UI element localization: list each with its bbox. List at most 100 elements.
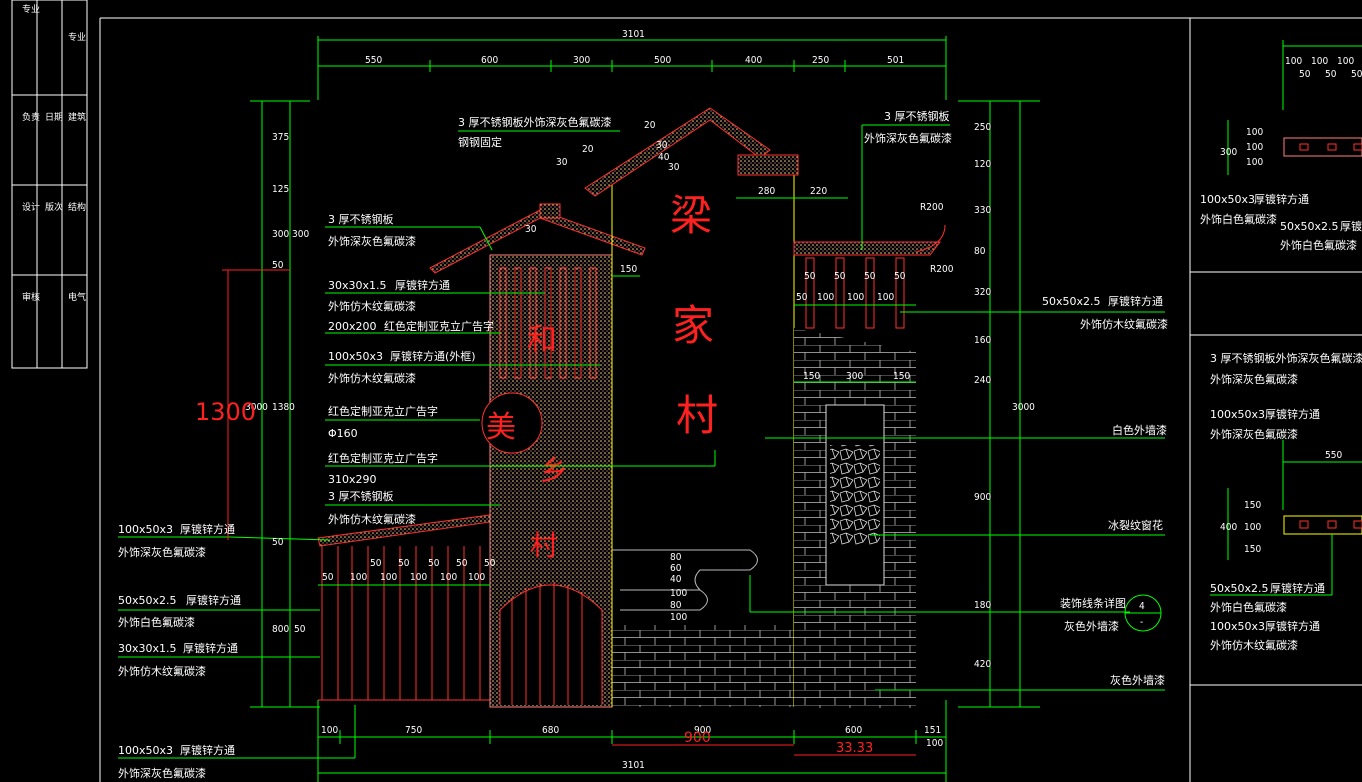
wave-dim-1: 60 — [670, 563, 682, 574]
dp-top-2: 100 — [1337, 56, 1354, 67]
signage: 梁 家 村 和 美 乡 村 — [486, 191, 718, 562]
window-dim-2: 150 — [893, 371, 910, 382]
tower — [429, 203, 646, 708]
lonote-3-b: 厚镀锌方通 — [180, 743, 235, 757]
dim-bottom-4: 600 — [845, 725, 862, 736]
lonote-2-a: 30x30x1.5 — [118, 642, 177, 655]
dp-vd-1: 150 — [1244, 500, 1261, 511]
dp-note3-c: 外饰白色氟碳漆 — [1210, 600, 1287, 614]
left-dims: 375 125 300 50 1380 50 800 3000 300 50 1… — [195, 132, 309, 635]
rnote-0-b: 厚镀锌方通 — [1108, 294, 1163, 308]
lonote-0-b: 厚镀锌方通 — [180, 522, 235, 536]
rfence-r2-1: 100 — [817, 292, 834, 303]
dim-eave-0: 280 — [758, 186, 775, 197]
dim-tower-top: 150 — [620, 264, 637, 275]
tb-col3-1: 建筑 — [68, 111, 86, 123]
dim-right-9: 420 — [974, 659, 991, 670]
dim-right-2: 330 — [974, 205, 991, 216]
dim-left-small: 50 — [294, 624, 306, 635]
rnote-1-a: 白色外墙漆 — [1112, 423, 1167, 437]
rfence-r1-1: 50 — [834, 271, 846, 282]
wave-dim-2: 40 — [670, 574, 682, 585]
red-dims — [222, 269, 916, 756]
dp-note4-a: 100x50x3 — [1210, 620, 1265, 633]
dp-mid2-b: 厚镀锌方通 — [1265, 407, 1320, 421]
left-notes: 3 厚不锈钢板 外饰深灰色氟碳漆 30x30x1.5 厚镀锌方通 外饰仿木纹氟碳… — [328, 212, 494, 526]
rnote-3-b: 灰色外墙漆 — [1064, 619, 1119, 633]
dp-v-3: 100 — [1246, 157, 1263, 168]
left-outer-notes: 100x50x3 厚镀锌方通 外饰深灰色氟碳漆 50x50x2.5 厚镀锌方通 … — [118, 522, 241, 780]
fence-r2-4: 100 — [440, 572, 457, 583]
wave-dim-0: 80 — [670, 552, 682, 563]
rfence-r2-2: 100 — [847, 292, 864, 303]
dim-right-4: 320 — [974, 287, 991, 298]
top-dims: 3101 550 600 300 500 400 250 501 30 20 2… — [365, 29, 904, 275]
lonote-3-c: 外饰深灰色氟碳漆 — [118, 766, 206, 780]
dp-h-dim: 550 — [1325, 450, 1342, 461]
dim-bottom-2: 680 — [542, 725, 559, 736]
dim-right-0: 250 — [974, 122, 991, 133]
right-building — [793, 224, 946, 708]
dim-left-2: 300 — [272, 229, 289, 240]
dp-note2-c: 外饰白色氟碳漆 — [1280, 238, 1357, 252]
detail-panel: 100 100 100 50 50 50 300 100 100 100 100… — [1200, 40, 1362, 652]
dp-mid2-c: 外饰深灰色氟碳漆 — [1210, 427, 1298, 441]
dim-roof-2: 20 — [644, 120, 656, 131]
sign-char-2: 村 — [676, 391, 718, 440]
lnote-0-a: 3 厚不锈钢板 — [328, 212, 394, 226]
dim-roof-3: 30 — [656, 140, 668, 151]
dim-bottom-overall: 3101 — [622, 760, 645, 771]
dim-red-1300: 1300 — [195, 398, 256, 426]
rnote-2-a: 冰裂纹窗花 — [1108, 518, 1163, 532]
dim-bottom-tiny: 100 — [926, 738, 943, 749]
dim-roof-1: 20 — [582, 144, 594, 155]
lnote-5-a: 红色定制亚克立广告字 — [328, 451, 438, 465]
tower-char-1: 美 — [486, 410, 516, 445]
fence-r1-0: 50 — [370, 558, 382, 569]
dp-v-0: 300 — [1220, 147, 1237, 158]
lnote-6-b: 外饰仿木纹氟碳漆 — [328, 512, 416, 526]
lnote-1-a: 30x30x1.5 — [328, 279, 387, 292]
dp-top-5: 50 — [1351, 69, 1362, 80]
tb-col3-2: 结构 — [68, 201, 86, 213]
dp-top-4: 50 — [1325, 69, 1337, 80]
rfence-r2-0: 50 — [796, 292, 808, 303]
dim-cap: 30 — [525, 224, 537, 235]
dp-note4-b: 厚镀锌方通 — [1265, 619, 1320, 633]
fence-r1-4: 50 — [484, 558, 496, 569]
dp-mid2-a: 100x50x3 — [1210, 408, 1265, 421]
dim-right-6: 240 — [974, 375, 991, 386]
dp-note4-c: 外饰仿木纹氟碳漆 — [1210, 638, 1298, 652]
tb-col1-0: 专业 — [22, 3, 40, 15]
rnote-4-a: 灰色外墙漆 — [1110, 673, 1165, 687]
dim-bottom-0: 100 — [321, 725, 338, 736]
dim-left-0: 375 — [272, 132, 289, 143]
dim-left-3: 50 — [272, 260, 284, 271]
fence-r1-2: 50 — [428, 558, 440, 569]
dim-left-6: 800 — [272, 624, 289, 635]
dim-radius-0: R200 — [920, 202, 944, 213]
dim-top-4: 400 — [745, 55, 762, 66]
rfence-r1-3: 50 — [894, 271, 906, 282]
rnote-3-a: 装饰线条详图 — [1060, 596, 1126, 610]
lonote-1-c: 外饰白色氟碳漆 — [118, 615, 195, 629]
roof-note-a: 3 厚不锈钢板外饰深灰色氟碳漆 — [458, 115, 612, 129]
dim-right-total: 3000 — [1012, 402, 1035, 413]
right-roof-note-a: 3 厚不锈钢板 — [884, 109, 950, 123]
lnote-5-b: 310x290 — [328, 473, 377, 486]
dim-left-1: 125 — [272, 184, 289, 195]
tower-char-0: 和 — [527, 323, 557, 358]
dim-left-5: 50 — [272, 537, 284, 548]
sign-char-1: 家 — [672, 301, 714, 350]
fence-dims: 50 50 50 50 50 50 100 100 100 100 100 10… — [322, 271, 910, 623]
fence-r2-3: 100 — [410, 572, 427, 583]
dim-top-0: 550 — [365, 55, 382, 66]
dim-left-inner: 300 — [292, 229, 309, 240]
dim-roof-4: 40 — [658, 152, 670, 163]
dim-top-2: 300 — [573, 55, 590, 66]
dp-mid-b: 外饰深灰色氟碳漆 — [1210, 372, 1298, 386]
dim-top-overall: 3101 — [622, 29, 645, 40]
lonote-2-b: 厚镀锌方通 — [183, 641, 238, 655]
top-notes: 3 厚不锈钢板外饰深灰色氟碳漆 钢钢固定 3 厚不锈钢板 外饰深灰色氟碳漆 — [458, 109, 952, 149]
